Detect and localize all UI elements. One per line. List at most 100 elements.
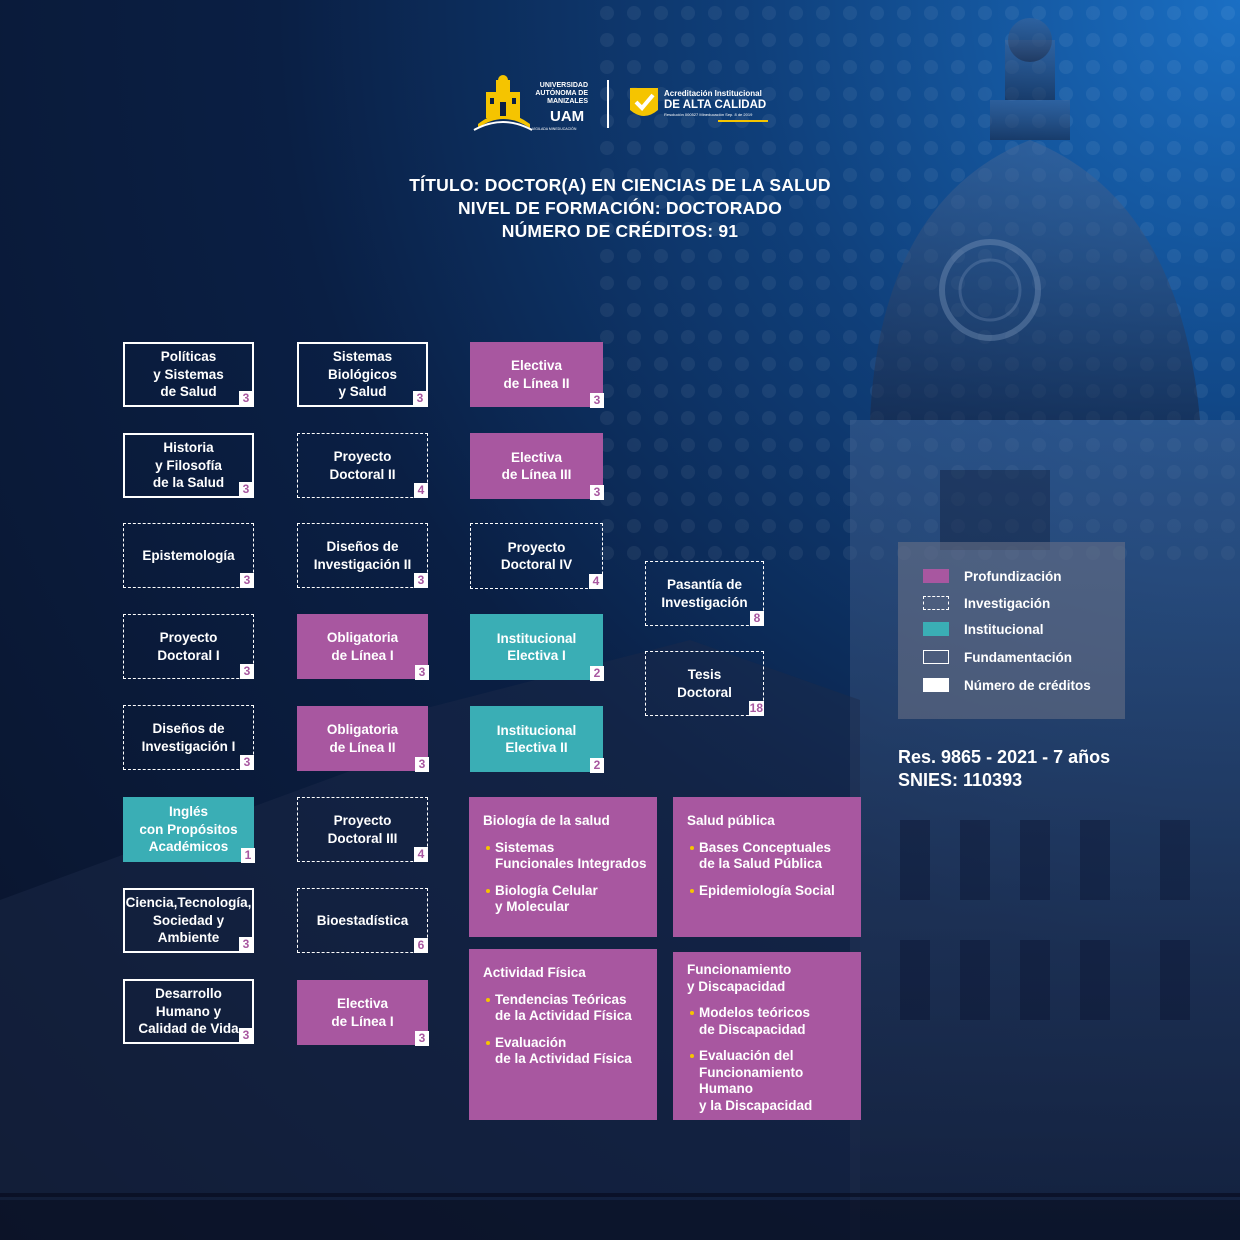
legend-label: Institucional xyxy=(964,621,1044,637)
program-credits: NÚMERO DE CRÉDITOS: 91 xyxy=(501,221,739,241)
program-title: TÍTULO: DOCTOR(A) EN CIENCIAS DE LA SALU… xyxy=(409,175,831,195)
course-label: Institucional Electiva I xyxy=(496,630,577,664)
accreditation-line3: Resolución 000527 Mineducación Sep. 8 de… xyxy=(664,112,753,117)
course-label: Desarrollo Humano y Calidad de Vida xyxy=(138,986,239,1037)
accreditation-check-icon xyxy=(630,88,658,116)
logo-divider xyxy=(607,80,609,128)
course-label: Políticas y Sistemas de Salud xyxy=(153,349,224,400)
legend-swatch xyxy=(923,678,949,692)
course-label: Obligatoria de Línea II xyxy=(326,722,399,755)
line-title: Funcionamiento y Discapacidad xyxy=(687,962,792,994)
legend-label: Profundización xyxy=(964,568,1062,584)
credits-badge: 3 xyxy=(240,573,254,588)
credits-badge: 4 xyxy=(414,483,428,498)
credits-badge: 6 xyxy=(414,938,428,953)
credits-badge: 3 xyxy=(413,391,427,406)
course-box: Obligatoria de Línea I 3 xyxy=(297,614,429,680)
legend-item-institucional: Institucional xyxy=(923,621,1044,637)
legend-label: Fundamentación xyxy=(964,649,1073,665)
line-item: Evaluación de la Actividad Física xyxy=(483,1035,649,1068)
credits-badge: 3 xyxy=(590,393,604,408)
credits-badge: 3 xyxy=(240,755,254,770)
course-label: Tesis Doctoral xyxy=(677,667,732,700)
course-box: Institucional Electiva I 2 xyxy=(470,614,604,681)
course-label: Obligatoria de Línea I xyxy=(326,630,399,663)
course-box: Políticas y Sistemas de Salud 3 xyxy=(123,342,254,407)
course-label: Ciencia,Tecnología, Sociedad y Ambiente xyxy=(125,895,252,946)
credits-badge: 4 xyxy=(414,847,428,862)
line-title: Salud pública xyxy=(687,813,775,828)
legend-swatch xyxy=(923,569,949,583)
university-motto: VIGILADA MINEDUCACIÓN xyxy=(532,127,577,131)
credits-badge: 4 xyxy=(589,574,603,589)
course-box: Epistemología 3 xyxy=(123,523,254,588)
credits-badge: 2 xyxy=(590,666,604,681)
legend-item-profundizacion: Profundización xyxy=(923,568,1062,584)
credits-badge: 3 xyxy=(239,391,253,406)
course-box: Proyecto Doctoral I 3 xyxy=(123,614,254,679)
credits-badge: 3 xyxy=(415,757,429,772)
course-label: Institucional Electiva II xyxy=(496,722,577,756)
legend-swatch xyxy=(923,650,949,664)
course-box: Electiva de Línea I 3 xyxy=(297,980,429,1046)
course-box: Bioestadística 6 xyxy=(297,888,428,953)
course-label: Electiva de Línea I xyxy=(331,996,394,1029)
credits-badge: 18 xyxy=(748,701,764,716)
accreditation-underline xyxy=(718,120,768,122)
uam-building-logo-icon xyxy=(473,75,533,131)
course-box: Tesis Doctoral 18 xyxy=(645,651,764,716)
legend-label: Investigación xyxy=(964,595,1051,611)
credits-badge: 3 xyxy=(239,937,253,952)
course-label: Proyecto Doctoral IV xyxy=(500,539,573,573)
program-level: NIVEL DE FORMACIÓN: DOCTORADO xyxy=(457,198,783,218)
credits-badge: 8 xyxy=(750,611,764,626)
line-item: Epidemiología Social xyxy=(687,883,853,900)
course-label: Pasantía de Investigación xyxy=(661,577,748,610)
credits-badge: 3 xyxy=(239,1028,253,1043)
line-item: Tendencias Teóricas de la Actividad Físi… xyxy=(483,992,649,1025)
legend-swatch xyxy=(923,596,949,610)
course-label: Inglés con Propósitos Académicos xyxy=(139,804,238,855)
line-title: Actividad Física xyxy=(483,965,586,980)
course-label: Proyecto Doctoral I xyxy=(157,630,220,663)
credits-badge: 2 xyxy=(590,758,604,773)
course-box: Electiva de Línea II 3 xyxy=(470,342,604,408)
course-box: Proyecto Doctoral IV 4 xyxy=(470,523,603,589)
line-item: Bases Conceptuales de la Salud Pública xyxy=(687,840,853,873)
legend-item-creditos: Número de créditos xyxy=(923,677,1091,693)
legend: Profundización Investigación Institucion… xyxy=(898,542,1125,719)
course-label: Diseños de Investigación I xyxy=(141,721,236,754)
credits-badge: 3 xyxy=(415,1031,429,1046)
resolution-info: Res. 9865 - 2021 - 7 años SNIES: 110393 xyxy=(898,746,1110,792)
line-item: Biología Celular y Molecular xyxy=(483,883,649,916)
course-label: Sistemas Biológicos y Salud xyxy=(327,349,397,400)
course-label: Bioestadística xyxy=(316,912,409,928)
course-box: Sistemas Biológicos y Salud 3 xyxy=(297,342,428,407)
research-line-funcionamiento: Funcionamiento y Discapacidad Modelos te… xyxy=(673,952,861,1120)
snies-text: SNIES: 110393 xyxy=(898,770,1023,790)
course-box: Proyecto Doctoral III 4 xyxy=(297,797,428,862)
legend-item-investigacion: Investigación xyxy=(923,595,1050,611)
legend-label: Número de créditos xyxy=(964,677,1091,693)
research-line-salud-publica: Salud pública Bases Conceptuales de la S… xyxy=(673,797,861,937)
credits-badge: 3 xyxy=(240,664,254,679)
credits-badge: 3 xyxy=(239,482,253,497)
course-box: Diseños de Investigación I 3 xyxy=(123,705,254,770)
line-item: Sistemas Funcionales Integrados xyxy=(483,840,649,873)
line-item: Evaluación del Funcionamiento Humano y l… xyxy=(687,1048,853,1114)
credits-badge: 3 xyxy=(590,485,604,500)
course-label: Proyecto Doctoral III xyxy=(327,813,398,846)
course-label: Electiva de Línea II xyxy=(503,358,570,391)
course-label: Diseños de Investigación II xyxy=(313,539,412,572)
credits-badge: 3 xyxy=(415,665,429,680)
course-label: Epistemología xyxy=(142,547,235,563)
accreditation-line2: DE ALTA CALIDAD xyxy=(664,99,767,111)
